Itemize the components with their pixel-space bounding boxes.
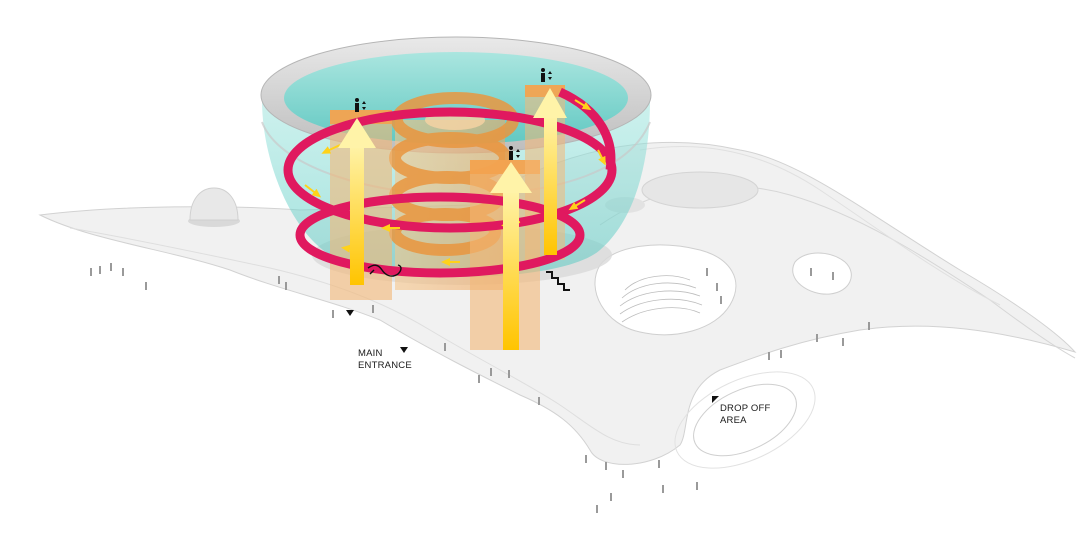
escalator-icon (367, 264, 402, 277)
plaza-disc (641, 171, 759, 209)
main-entrance-line1: MAIN (358, 348, 383, 359)
pond-opening (792, 252, 852, 295)
main-entrance-label: MAIN ENTRANCE (358, 348, 412, 372)
courtyard-opening (594, 244, 737, 336)
vertical-circulation-arrows (338, 88, 567, 350)
main-entrance-line2: ENTRANCE (358, 360, 412, 371)
dome-structure (188, 187, 240, 227)
person-figures (90, 263, 870, 513)
direction-marker-icon (346, 310, 354, 316)
elevator-icon (541, 68, 552, 82)
drop-off-loop (693, 383, 797, 457)
back-shaft-top (525, 85, 565, 97)
drop-off-label: DROP OFF AREA (720, 403, 771, 427)
elevator-icon (355, 98, 366, 112)
right-up-arrow (533, 88, 567, 255)
direction-marker-icon (400, 347, 408, 353)
center-up-arrow (490, 162, 532, 350)
left-up-arrow (338, 118, 376, 285)
ground-edge-line (69, 227, 641, 446)
drop-off-line2: AREA (720, 415, 747, 426)
drop-off-loop-outer (674, 371, 816, 469)
direction-marker-icon (712, 396, 719, 403)
auditorium-seating (619, 275, 703, 323)
drop-off-line1: DROP OFF (720, 403, 771, 414)
stair-icon (546, 271, 570, 291)
circulation-ring (283, 87, 617, 278)
road-outline-inner (639, 145, 1001, 306)
elevator-icon (509, 146, 520, 160)
ring-connector (558, 87, 616, 171)
right-shaft-top (470, 160, 540, 174)
lower-ring (295, 192, 585, 278)
